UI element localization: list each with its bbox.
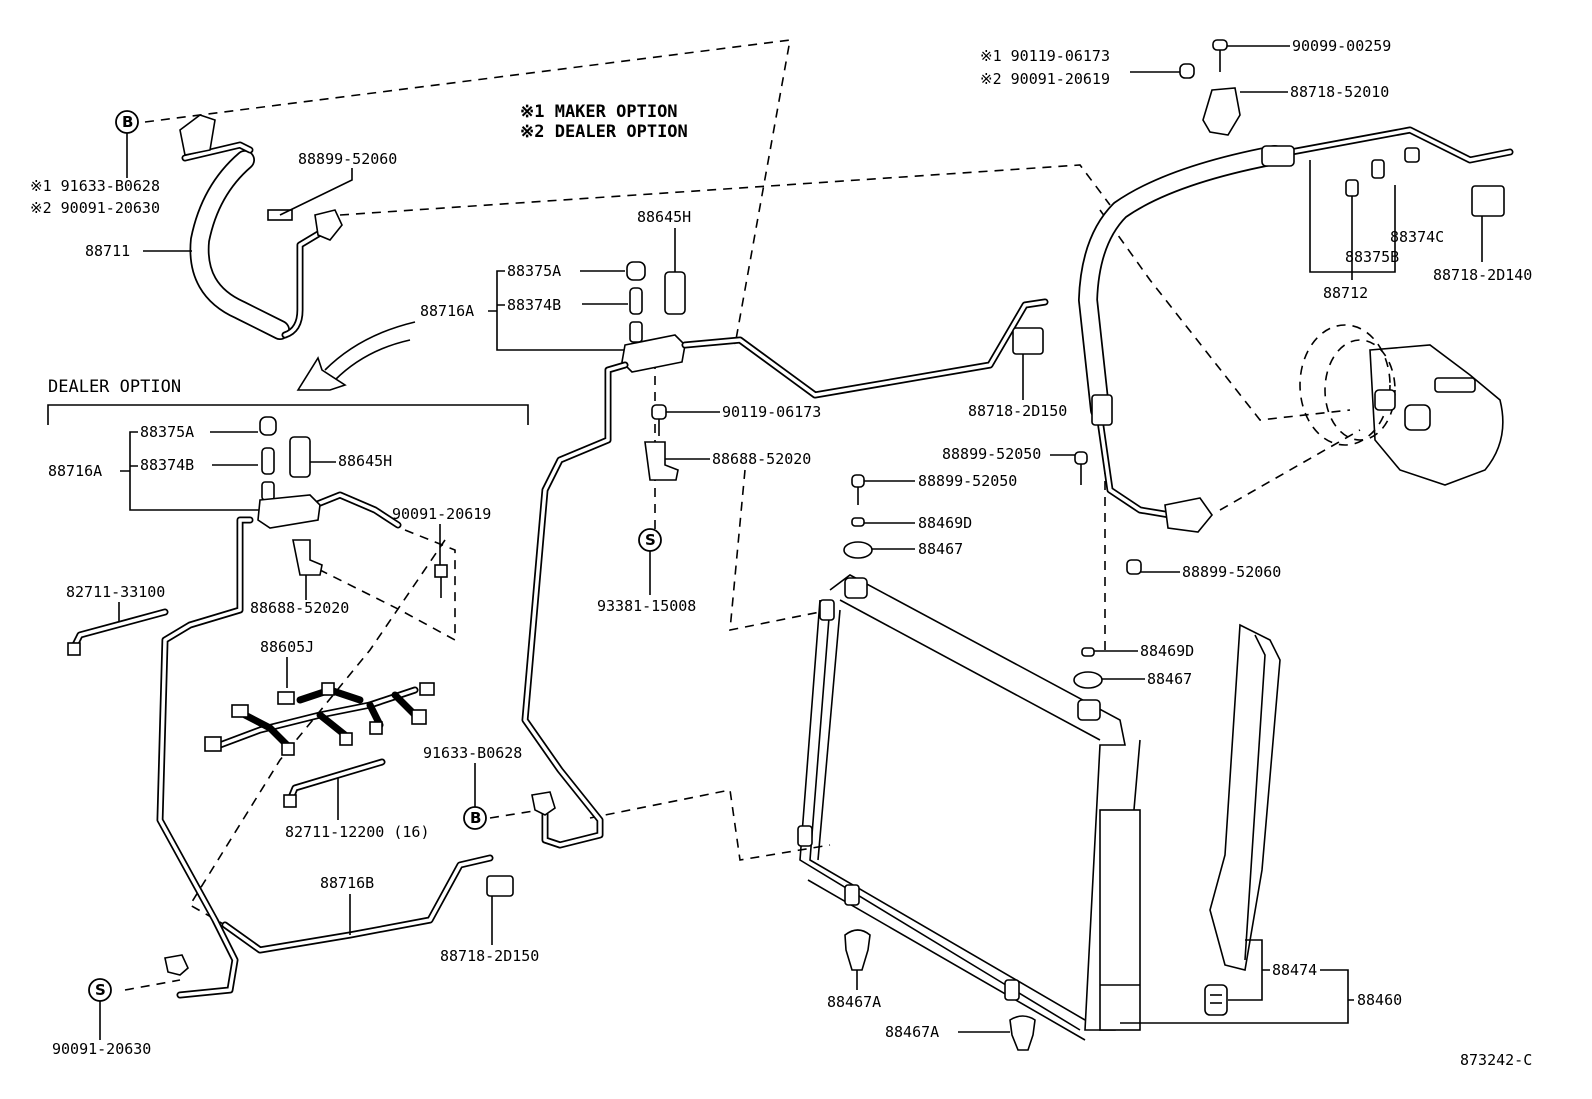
legend-dealer-option: ※2 DEALER OPTION bbox=[520, 122, 688, 142]
arrow-icon bbox=[296, 321, 416, 391]
label-90091-20619-tr: ※2 90091-20619 bbox=[980, 70, 1110, 88]
label-88688-52020-mid: 88688-52020 bbox=[712, 450, 811, 468]
label-88374c: 88374C bbox=[1390, 228, 1444, 246]
wire-harness-88605j bbox=[204, 682, 435, 756]
label-88374b-dealer: 88374B bbox=[140, 456, 194, 474]
label-88605j: 88605J bbox=[260, 638, 314, 656]
label-90119-06173-tr: ※1 90119-06173 bbox=[980, 47, 1110, 65]
label-88645h-main: 88645H bbox=[637, 208, 691, 226]
label-88899-52060-top: 88899-52060 bbox=[298, 150, 397, 168]
label-88375b: 88375B bbox=[1345, 248, 1399, 266]
svg-text:B: B bbox=[122, 113, 133, 131]
label-88469d-top: 88469D bbox=[918, 514, 972, 532]
desiccant-88474 bbox=[1204, 623, 1281, 1016]
label-88718-2d150-bottom: 88718-2D150 bbox=[440, 947, 539, 965]
expansion-block-dealer bbox=[257, 494, 321, 529]
legend-maker-option: ※1 MAKER OPTION bbox=[520, 102, 678, 122]
symbol-b-top: B bbox=[115, 110, 139, 178]
label-88469d-bottom: 88469D bbox=[1140, 642, 1194, 660]
label-88899-52050-right: 88899-52050 bbox=[942, 445, 1041, 463]
label-91633-b0628-top: ※1 91633-B0628 bbox=[30, 177, 160, 195]
compressor-reference bbox=[1299, 324, 1504, 486]
drawing-number: 873242-C bbox=[1460, 1051, 1532, 1069]
label-88899-52060-right: 88899-52060 bbox=[1182, 563, 1281, 581]
label-88375a-main: 88375A bbox=[507, 262, 561, 280]
label-88716a-main: 88716A bbox=[420, 302, 474, 320]
label-88712: 88712 bbox=[1323, 284, 1368, 302]
dealer-option-bracket bbox=[47, 404, 529, 425]
label-90119-06173-mid: 90119-06173 bbox=[722, 403, 821, 421]
symbol-b-bottom: B bbox=[463, 806, 487, 830]
label-88718-2d140: 88718-2D140 bbox=[1433, 266, 1532, 284]
label-88716a-dealer: 88716A bbox=[48, 462, 102, 480]
label-88718-2d150-mid: 88718-2D150 bbox=[968, 402, 1067, 420]
label-82711-33100: 82711-33100 bbox=[66, 583, 165, 601]
label-88718-52010: 88718-52010 bbox=[1290, 83, 1389, 101]
label-88688-52020-dealer: 88688-52020 bbox=[250, 599, 349, 617]
label-88467a-lower: 88467A bbox=[885, 1023, 939, 1041]
svg-text:S: S bbox=[645, 531, 656, 549]
label-91633-b0628-bottom: 91633-B0628 bbox=[423, 744, 522, 762]
label-90099-00259: 90099-00259 bbox=[1292, 37, 1391, 55]
label-82711-12200: 82711-12200 (16) bbox=[285, 823, 430, 841]
label-88645h-dealer: 88645H bbox=[338, 452, 392, 470]
svg-text:B: B bbox=[470, 809, 481, 827]
label-88460: 88460 bbox=[1357, 991, 1402, 1009]
dealer-option-box-title: DEALER OPTION bbox=[48, 377, 181, 397]
label-93381-15008: 93381-15008 bbox=[597, 597, 696, 615]
symbol-s-bottom: S bbox=[88, 978, 112, 1040]
label-88375a-dealer: 88375A bbox=[140, 423, 194, 441]
symbol-s-mid: S bbox=[638, 528, 662, 595]
label-88716b: 88716B bbox=[320, 874, 374, 892]
label-90091-20630-top: ※2 90091-20630 bbox=[30, 199, 160, 217]
condenser-88460 bbox=[797, 574, 1141, 1041]
label-88711: 88711 bbox=[85, 242, 130, 260]
svg-text:S: S bbox=[95, 981, 106, 999]
label-88467a-upper: 88467A bbox=[827, 993, 881, 1011]
label-88899-52050-left: 88899-52050 bbox=[918, 472, 1017, 490]
hose-88711 bbox=[179, 114, 343, 340]
expansion-block-main bbox=[621, 334, 686, 373]
label-88374b-main: 88374B bbox=[507, 296, 561, 314]
label-90091-20630-bottom: 90091-20630 bbox=[52, 1040, 151, 1058]
label-88467-bottom: 88467 bbox=[1147, 670, 1192, 688]
label-90091-20619-dealer: 90091-20619 bbox=[392, 505, 491, 523]
label-88474: 88474 bbox=[1272, 961, 1317, 979]
label-88467-top: 88467 bbox=[918, 540, 963, 558]
